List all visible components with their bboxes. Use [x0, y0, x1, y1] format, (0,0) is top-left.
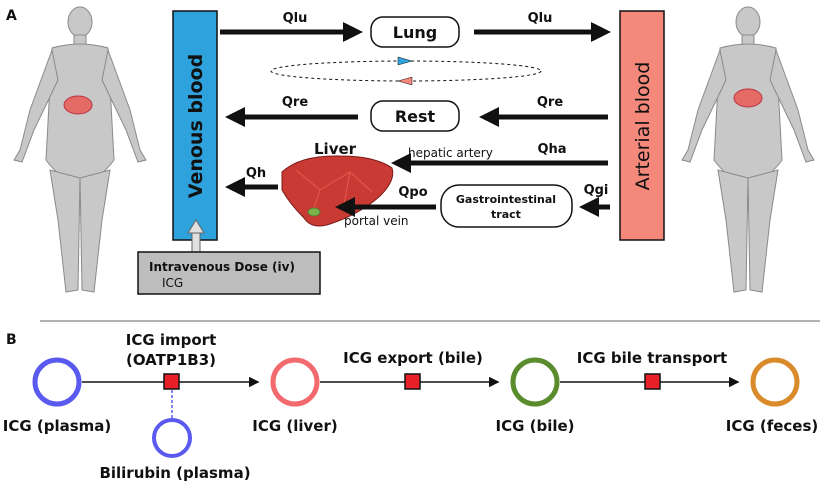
- qre-left-label: Qre: [282, 95, 308, 110]
- export-label: ICG export (bile): [343, 349, 483, 367]
- liver-icon: [281, 155, 394, 227]
- iv-dose-box: [137, 251, 321, 295]
- venous-blood-box: [172, 10, 218, 241]
- venous-blood-label: Venous blood: [185, 54, 207, 198]
- gi-tract-box: [440, 184, 573, 228]
- icg-liver-node: [270, 357, 320, 407]
- gi-tract-label-line2: tract: [491, 208, 521, 221]
- panel-a-letter: A: [6, 8, 17, 24]
- panel-b-letter: B: [6, 332, 17, 348]
- icg-feces-label: ICG (feces): [726, 417, 819, 435]
- qh-label: Qh: [246, 166, 266, 181]
- lung-box: [370, 16, 460, 48]
- liver-label: Liver: [314, 140, 357, 158]
- import-reaction-square: [163, 373, 180, 390]
- icg-bile-node: [510, 357, 560, 407]
- portal-vein-label: portal vein: [344, 214, 409, 228]
- qre-right-label: Qre: [537, 95, 563, 110]
- qha-label: Qha: [537, 142, 566, 157]
- arterial-blood-box: [619, 10, 665, 241]
- rest-box: [370, 100, 460, 132]
- lung-label: Lung: [393, 23, 437, 42]
- icg-feces-node: [750, 357, 800, 407]
- export-reaction-square: [404, 373, 421, 390]
- iv-dose-sub: ICG: [162, 276, 183, 290]
- qlu-left-label: Qlu: [283, 11, 308, 26]
- right-body-figure-icon: [681, 6, 815, 293]
- qgi-label: Qgi: [584, 183, 609, 198]
- icg-plasma-node: [32, 357, 82, 407]
- qlu-right-label: Qlu: [528, 11, 553, 26]
- bilirubin-plasma-label: Bilirubin (plasma): [99, 464, 250, 482]
- iv-dose-label: Intravenous Dose (iv): [149, 260, 295, 274]
- hepatic-artery-label: hepatic artery: [408, 146, 493, 160]
- transport-reaction-square: [644, 373, 661, 390]
- circulation-arrow-blue-icon: [397, 56, 413, 66]
- circulation-loop: [270, 60, 542, 82]
- bilirubin-plasma-node: [152, 418, 192, 458]
- dose-arrow-head-icon: [187, 219, 205, 234]
- transport-label: ICG bile transport: [577, 349, 727, 367]
- import-label-line1: ICG import: [126, 331, 217, 349]
- circulation-arrow-red-icon: [397, 76, 413, 86]
- rest-label: Rest: [395, 107, 436, 126]
- icg-bile-label: ICG (bile): [495, 417, 574, 435]
- gi-tract-label-line1: Gastrointestinal: [456, 193, 556, 206]
- icg-liver-label: ICG (liver): [252, 417, 337, 435]
- icg-plasma-label: ICG (plasma): [3, 417, 112, 435]
- left-body-figure-icon: [13, 6, 147, 293]
- arterial-blood-label: Arterial blood: [632, 62, 654, 191]
- import-label-line2: (OATP1B3): [126, 351, 216, 369]
- qpo-label: Qpo: [398, 185, 427, 200]
